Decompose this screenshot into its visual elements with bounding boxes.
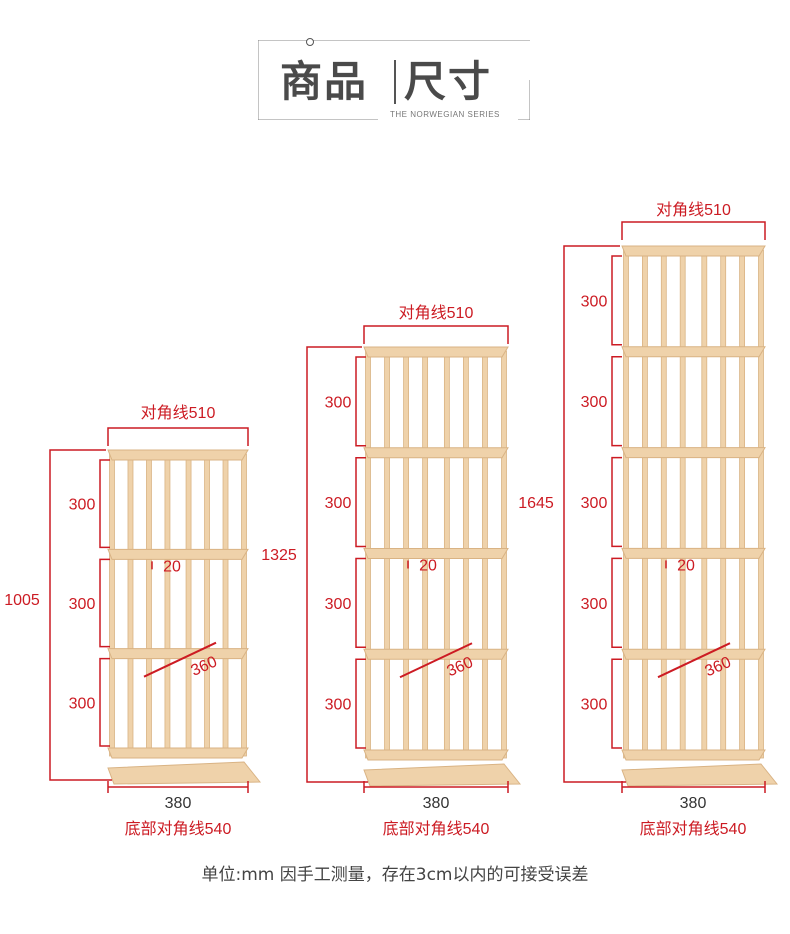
tier-height-bracket bbox=[611, 356, 622, 447]
shelf-board bbox=[363, 447, 509, 459]
width-dimension-line bbox=[107, 781, 249, 793]
width-dimension-line bbox=[363, 781, 509, 793]
shelf-thickness-label: 20 bbox=[677, 557, 695, 574]
tier-height-bracket bbox=[355, 356, 366, 447]
top-diagonal-label: 对角线510 bbox=[141, 404, 216, 422]
tier-height-bracket bbox=[611, 658, 622, 749]
tier-height-label: 300 bbox=[325, 495, 352, 512]
tier-height-label: 300 bbox=[325, 394, 352, 411]
shelf-base-board bbox=[107, 761, 262, 785]
shelf-depth-line bbox=[657, 642, 731, 679]
shelf-post bbox=[241, 453, 247, 757]
tier-height-bracket bbox=[355, 557, 366, 648]
shelf-top-board bbox=[621, 245, 766, 257]
top-diagonal-dimension-line bbox=[363, 325, 509, 344]
tier-height-label: 300 bbox=[581, 394, 608, 411]
shelf-board bbox=[107, 648, 249, 660]
title-subtitle: THE NORWEGIAN SERIES bbox=[386, 110, 504, 119]
unit-footnote: 单位:mm 因手工测量，存在3cm以内的可接受误差 bbox=[201, 865, 589, 885]
overall-height-dimension-line bbox=[306, 346, 368, 783]
shelf-post bbox=[739, 249, 745, 759]
top-diagonal-dimension-line bbox=[107, 427, 249, 446]
tier-height-label: 300 bbox=[69, 596, 96, 613]
tier-height-bracket bbox=[611, 456, 622, 548]
overall-height-label: 1005 bbox=[4, 592, 40, 609]
title-divider bbox=[394, 60, 396, 104]
shelf-post bbox=[758, 249, 764, 759]
shelf-thickness-label: 20 bbox=[163, 558, 181, 575]
width-label: 380 bbox=[423, 795, 450, 812]
shelf-post bbox=[109, 453, 115, 757]
shelf-board bbox=[621, 447, 766, 459]
shelf-board bbox=[363, 548, 509, 559]
tier-height-bracket bbox=[355, 457, 366, 548]
tier-height-bracket bbox=[99, 459, 110, 549]
overall-height-label: 1325 bbox=[261, 547, 297, 564]
width-label: 380 bbox=[680, 795, 707, 812]
shelf-top-board bbox=[363, 346, 509, 358]
base-diagonal-label: 底部对角线540 bbox=[383, 820, 490, 838]
shelf-post bbox=[146, 453, 152, 757]
shelf-board bbox=[621, 346, 766, 358]
tier-height-bracket bbox=[611, 557, 622, 648]
shelf-board bbox=[107, 747, 249, 759]
overall-height-dimension-line bbox=[49, 449, 112, 781]
shelf-board bbox=[363, 648, 509, 660]
tier-height-label: 300 bbox=[581, 596, 608, 613]
shelf-base-board bbox=[363, 763, 522, 787]
tier-height-label: 300 bbox=[581, 293, 608, 310]
shelf-depth-line bbox=[399, 642, 473, 679]
tier-height-label: 300 bbox=[581, 495, 608, 512]
tier-height-label: 300 bbox=[325, 596, 352, 613]
shelf-board bbox=[363, 749, 509, 761]
base-diagonal-label: 底部对角线540 bbox=[640, 820, 747, 838]
tier-height-label: 300 bbox=[69, 695, 96, 712]
tier-height-bracket bbox=[611, 255, 622, 346]
shelf-board bbox=[621, 547, 766, 559]
shelf-depth-line bbox=[143, 641, 217, 678]
top-diagonal-dimension-line bbox=[621, 221, 766, 240]
shelf-post bbox=[623, 249, 629, 759]
shelf-post bbox=[720, 249, 727, 759]
overall-height-dimension-line bbox=[563, 245, 626, 783]
shelf-post bbox=[185, 453, 192, 757]
shelf-board bbox=[107, 548, 249, 560]
tier-height-label: 300 bbox=[325, 697, 352, 714]
width-label: 380 bbox=[165, 795, 192, 812]
shelf-post bbox=[642, 249, 648, 759]
tier-height-label: 300 bbox=[69, 497, 96, 514]
width-dimension-line bbox=[621, 781, 766, 793]
shelf-top-board bbox=[107, 449, 249, 461]
overall-height-label: 1645 bbox=[518, 495, 554, 512]
shelf-thickness-label: 20 bbox=[419, 558, 437, 575]
title-left: 商品 bbox=[280, 57, 369, 106]
shelf-post bbox=[679, 249, 686, 759]
shelf-post bbox=[204, 453, 210, 757]
shelf-post bbox=[660, 249, 667, 759]
tier-height-bracket bbox=[355, 658, 366, 749]
shelf-board bbox=[621, 648, 766, 660]
shelf-post bbox=[701, 249, 708, 759]
title-right: 尺寸 bbox=[404, 57, 493, 106]
shelf-post bbox=[164, 453, 171, 757]
shelf-post bbox=[222, 453, 229, 757]
shelf-post bbox=[127, 453, 134, 757]
title-circle-ornament bbox=[306, 38, 314, 46]
shelf-board bbox=[621, 749, 766, 761]
top-diagonal-label: 对角线510 bbox=[656, 201, 731, 219]
top-diagonal-label: 对角线510 bbox=[399, 304, 474, 322]
shelf-base-board bbox=[621, 763, 779, 787]
base-diagonal-label: 底部对角线540 bbox=[125, 820, 232, 838]
title-block: 商品 尺寸 THE NORWEGIAN SERIES bbox=[258, 38, 530, 120]
tier-height-bracket bbox=[99, 558, 110, 648]
tier-height-bracket bbox=[99, 657, 110, 747]
tier-height-label: 300 bbox=[581, 697, 608, 714]
